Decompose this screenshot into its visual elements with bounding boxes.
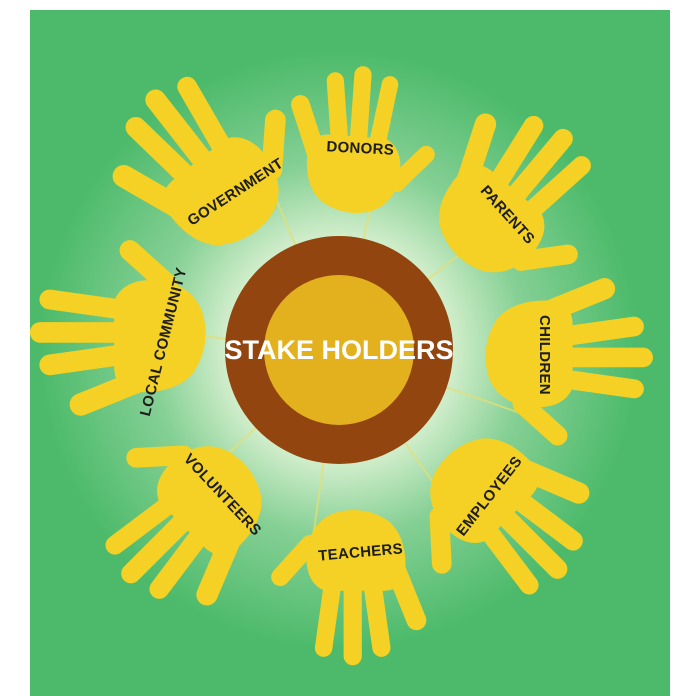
center-label: STAKE HOLDERS xyxy=(224,335,453,365)
center-circle xyxy=(264,275,414,425)
label-donors: DONORS xyxy=(326,138,394,159)
label-children: CHILDREN xyxy=(536,315,553,395)
